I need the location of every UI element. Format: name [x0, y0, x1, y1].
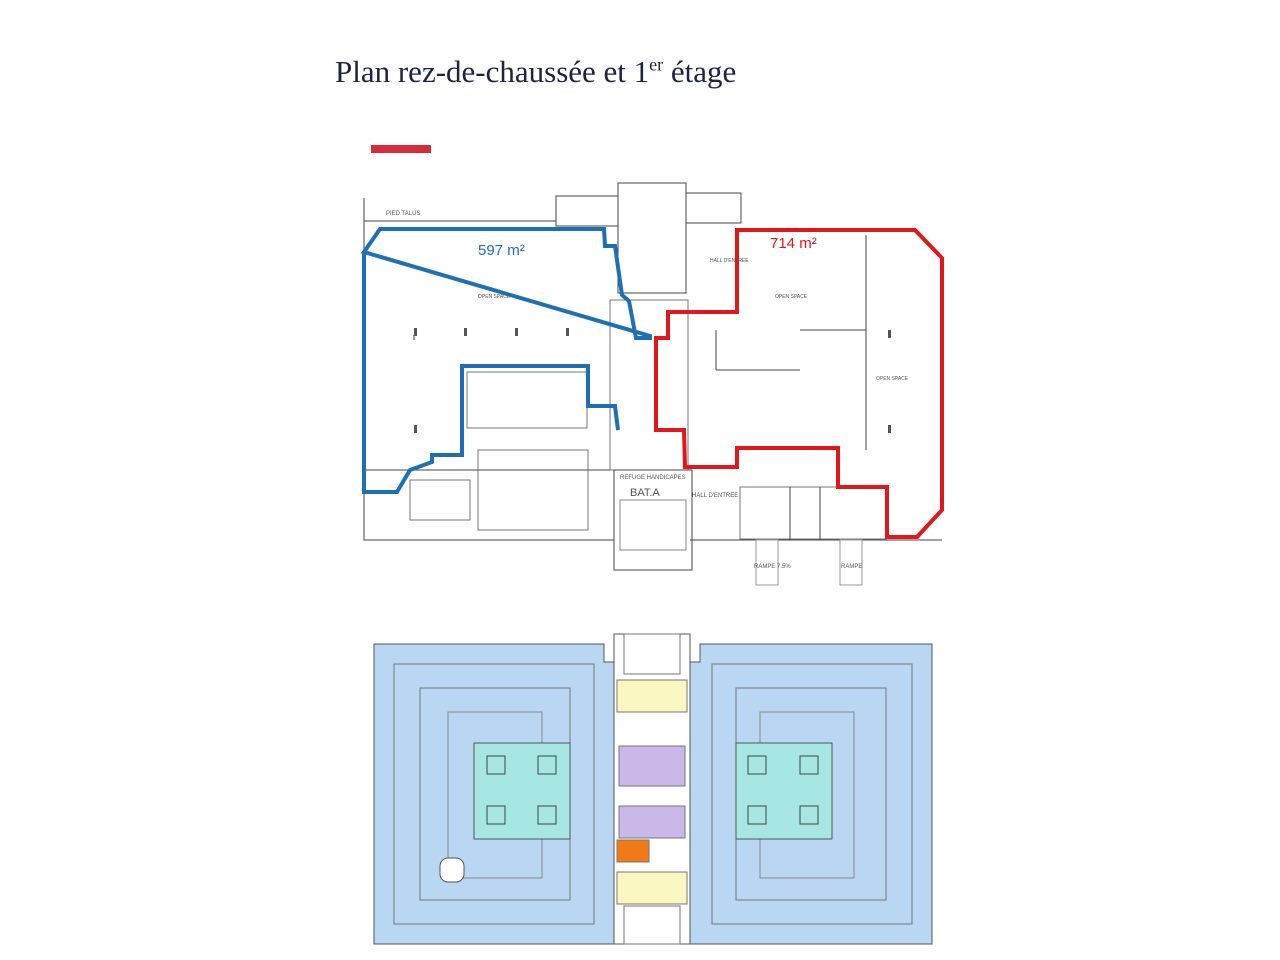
- zone-right-area: 714 m²: [770, 235, 817, 252]
- label-pied-talus: PIED TALUS: [386, 211, 420, 217]
- stair-left: [439, 857, 465, 883]
- label-hall-bottom: HALL D'ENTREE: [692, 493, 738, 499]
- core-lobby-top: [616, 679, 688, 713]
- sanitary-top: [618, 745, 686, 787]
- label-open-space-mid: OPEN SPACE: [775, 294, 808, 300]
- patio-right: [735, 742, 833, 840]
- patio-left: [473, 742, 571, 840]
- zone-right-outline: [654, 228, 944, 539]
- page-title: Plan rez-de-chaussée et 1er étage: [335, 54, 737, 89]
- label-open-space-right: OPEN SPACE: [876, 376, 909, 382]
- label-open-space-left: OPEN SPACE: [478, 294, 511, 300]
- first-floor-plan: [373, 633, 933, 945]
- core-lobby-bottom: [616, 871, 688, 905]
- label-rampe-2: RAMPE: [841, 564, 862, 570]
- sanitary-bottom: [618, 805, 686, 839]
- label-rampe-1: RAMPE 7.5%: [754, 564, 791, 570]
- zone-left-area: 597 m²: [478, 242, 525, 259]
- zone-left-outline-lower: [362, 252, 620, 494]
- zone-left-outline: [360, 227, 652, 340]
- technical-room: [616, 839, 650, 863]
- ground-floor-plan: [363, 182, 942, 586]
- label-hall-top: HALL D'ENTREE: [710, 258, 749, 264]
- label-refuge: REFUGE HANDICAPES: [620, 475, 686, 481]
- accent-bar: [371, 145, 431, 153]
- label-bat-a: BAT.A: [630, 487, 660, 499]
